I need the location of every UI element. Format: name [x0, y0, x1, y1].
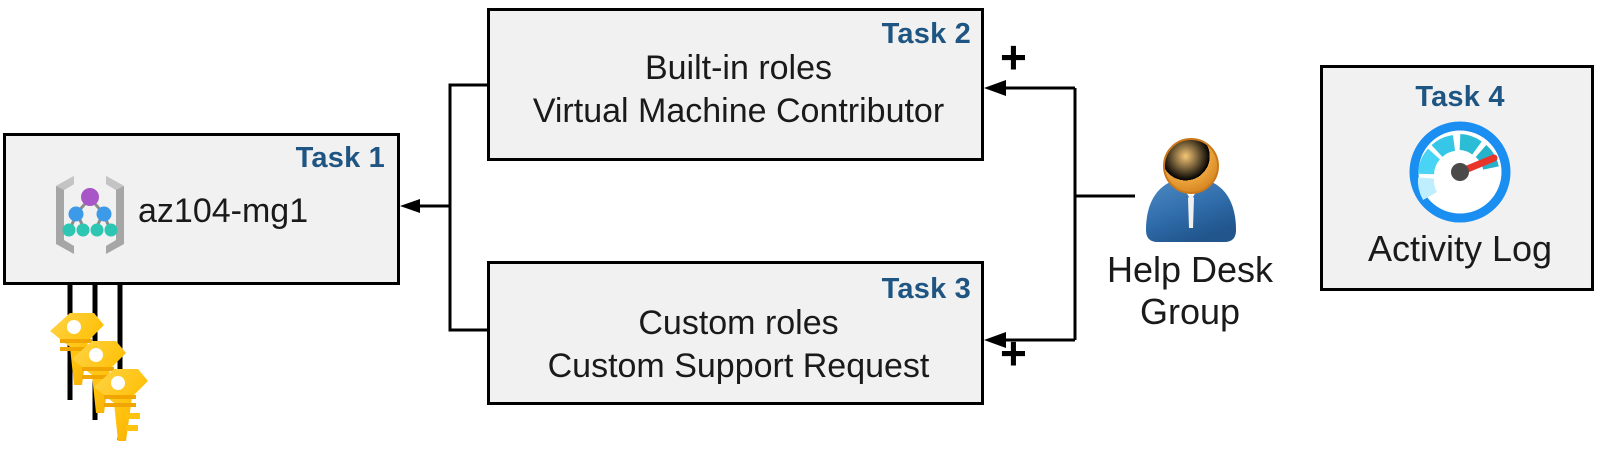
task-1-title: az104-mg1 — [138, 192, 309, 230]
gauge-icon — [1409, 121, 1511, 223]
task-3-text: Custom roles Custom Support Request — [490, 302, 987, 388]
task-3-line-1: Custom roles — [638, 304, 839, 342]
task-1-label: Task 1 — [295, 142, 385, 174]
help-desk-line-1: Help Desk — [1106, 249, 1274, 290]
task-4-title: Activity Log — [1367, 228, 1553, 269]
task-2-label: Task 2 — [881, 18, 971, 50]
plus-icon-top: + — [1000, 31, 1027, 83]
task-1-box[interactable]: Task 1 az104-mg1 — [3, 133, 400, 285]
keys-icon — [50, 313, 148, 441]
task-2-text: Built-in roles Virtual Machine Contribut… — [490, 47, 987, 133]
task-3-line-2: Custom Support Request — [547, 346, 930, 385]
task-3-box[interactable]: Task 3 Custom roles Custom Support Reque… — [487, 261, 984, 405]
user-group-icon — [1146, 138, 1236, 242]
task-2-line-1: Built-in roles — [644, 49, 833, 87]
management-group-icon — [56, 176, 124, 254]
task-4-box[interactable]: Task 4 Activity Log — [1320, 65, 1594, 291]
plus-icon-bottom: + — [1000, 327, 1027, 379]
task-3-label: Task 3 — [881, 273, 971, 305]
task-4-label: Task 4 — [1415, 81, 1505, 113]
help-desk-line-2: Group — [1139, 291, 1241, 333]
task-2-box[interactable]: Task 2 Built-in roles Virtual Machine Co… — [487, 8, 984, 161]
help-desk-group-label: Help Desk Group — [1070, 249, 1310, 333]
task-2-line-2: Virtual Machine Contributor — [532, 91, 945, 130]
